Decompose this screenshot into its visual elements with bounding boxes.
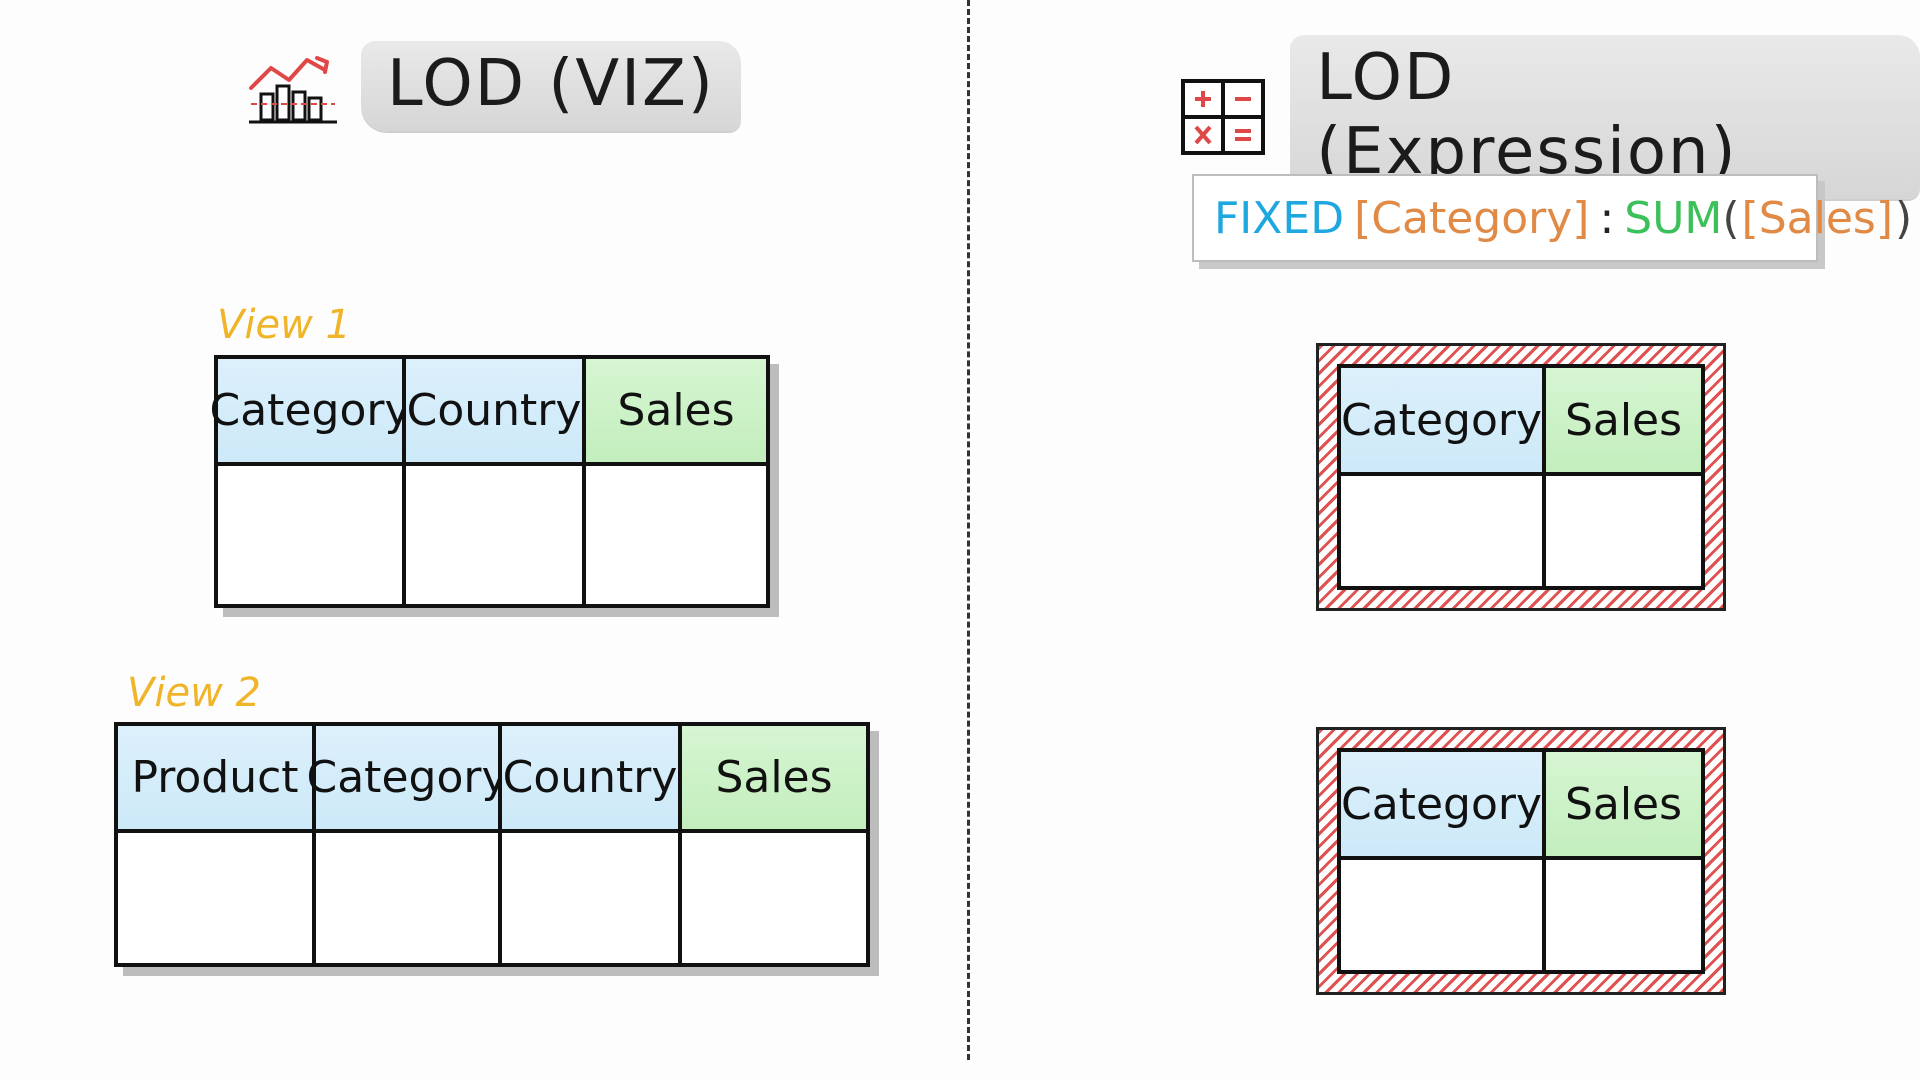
view1-cell xyxy=(218,466,406,604)
lod-formula: FIXED [Category] : SUM ( [Sales] ) xyxy=(1192,174,1912,262)
formula-keyword: FIXED xyxy=(1214,192,1345,244)
panel-divider xyxy=(967,0,970,1060)
view2-header-category: Category xyxy=(307,726,508,833)
fixed-top-header-sales: Sales xyxy=(1546,368,1701,476)
formula-dimension: [Category] xyxy=(1354,192,1590,244)
fixed-table-top-frame: Category Sales xyxy=(1316,343,1726,611)
fixed-bottom-header-category: Category xyxy=(1341,752,1546,860)
view2-header-product: Product xyxy=(118,726,316,833)
viz-title: LOD (VIZ) xyxy=(361,41,741,131)
formula-measure: [Sales] xyxy=(1741,192,1893,244)
fixed-bottom-cell xyxy=(1546,860,1701,970)
view1-header-category: Category xyxy=(210,359,411,466)
view2-label: View 2 xyxy=(127,670,261,716)
formula-close-paren: ) xyxy=(1895,192,1913,244)
view2-cell xyxy=(502,833,682,963)
view1-cell xyxy=(586,466,766,604)
view1-table: Category Country Sales xyxy=(210,355,770,608)
view1-header-sales: Sales xyxy=(586,359,766,466)
fixed-table-bottom: Category Sales xyxy=(1337,748,1705,974)
formula-open-paren: ( xyxy=(1722,192,1740,244)
fixed-top-header-category: Category xyxy=(1341,368,1546,476)
view1-header-country: Country xyxy=(406,359,586,466)
calculator-icon xyxy=(1175,69,1270,165)
viz-heading: LOD (VIZ) xyxy=(245,38,741,134)
view2-cell xyxy=(316,833,502,963)
chart-building-icon xyxy=(245,38,341,134)
fixed-top-cell xyxy=(1546,476,1701,586)
fixed-top-cell xyxy=(1341,476,1546,586)
view2-table: Product Category Country Sales xyxy=(114,722,870,967)
view1-cell xyxy=(406,466,586,604)
view2-cell xyxy=(682,833,866,963)
view2-header-country: Country xyxy=(502,726,682,833)
view2-cell xyxy=(118,833,316,963)
fixed-table-bottom-frame: Category Sales xyxy=(1316,727,1726,995)
formula-colon: : xyxy=(1599,192,1615,244)
view1-label: View 1 xyxy=(217,302,351,348)
formula-aggregate: SUM xyxy=(1624,192,1723,244)
view2-header-sales: Sales xyxy=(682,726,866,833)
fixed-bottom-header-sales: Sales xyxy=(1546,752,1701,860)
fixed-bottom-cell xyxy=(1341,860,1546,970)
fixed-table-top: Category Sales xyxy=(1337,364,1705,590)
